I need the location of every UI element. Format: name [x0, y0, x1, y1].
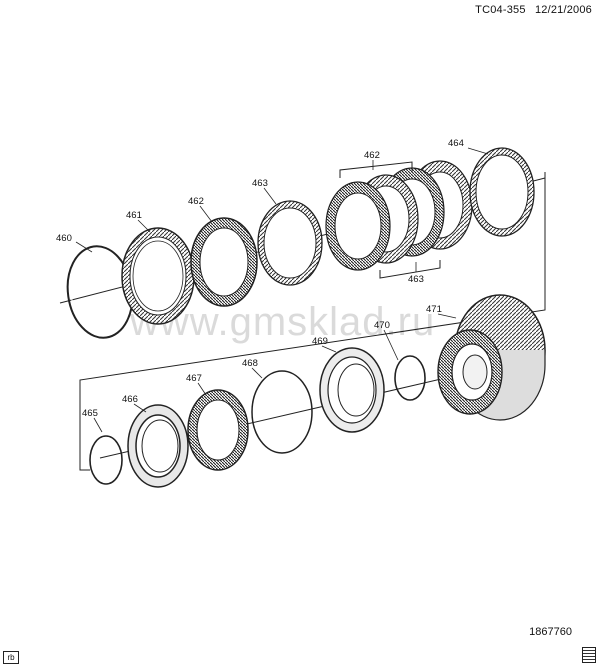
part-466-housing-plate — [127, 404, 189, 488]
part-463-steel-plate — [257, 200, 323, 286]
part-470-o-ring — [394, 355, 426, 401]
callout-463-left: 463 — [252, 178, 268, 189]
diagram-date: 12/21/2006 — [534, 4, 592, 16]
callout-469: 469 — [312, 336, 328, 347]
document-icon — [582, 647, 596, 663]
part-471-clutch-housing — [437, 294, 546, 421]
diagram-header: TC04-355 12/21/2006 — [475, 4, 592, 16]
part-468-seal-ring — [251, 370, 313, 454]
part-465-snap-ring — [89, 435, 123, 485]
part-467-spring-assembly — [187, 389, 249, 471]
figure-number: 1867760 — [529, 626, 572, 638]
plate-stack-brackets — [339, 161, 441, 279]
part-464-steel-plate — [469, 147, 535, 237]
corner-label: rb — [3, 651, 19, 664]
callout-465: 465 — [82, 408, 98, 419]
callout-470: 470 — [374, 320, 390, 331]
callout-462-top: 462 — [364, 150, 380, 161]
plate-stack — [325, 160, 473, 271]
callout-463-bottom: 463 — [408, 274, 424, 285]
part-462-friction-plate — [190, 217, 258, 307]
callout-464: 464 — [448, 138, 464, 149]
part-461-backing-plate — [121, 227, 195, 325]
callout-461: 461 — [126, 210, 142, 221]
callout-468: 468 — [242, 358, 258, 369]
diagram-code: TC04-355 — [475, 4, 526, 16]
callout-462-left: 462 — [188, 196, 204, 207]
callout-460: 460 — [56, 233, 72, 244]
leader-lines — [75, 147, 489, 433]
part-469-piston — [319, 347, 385, 433]
callout-467: 467 — [186, 373, 202, 384]
callout-466: 466 — [122, 394, 138, 405]
callout-471: 471 — [426, 304, 442, 315]
